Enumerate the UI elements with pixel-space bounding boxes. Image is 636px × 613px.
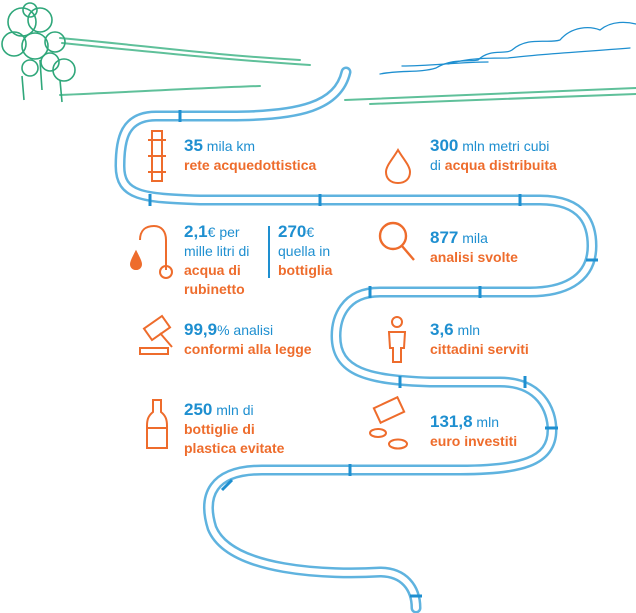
stat-unit: mln <box>453 322 481 338</box>
stat-investment: 131,8 mln euro investiti <box>430 412 517 451</box>
stat-number: 99,9 <box>184 320 218 339</box>
stat-compliance: 99,9% analisi conformi alla legge <box>184 320 312 359</box>
hill-lines <box>59 37 636 105</box>
stat-number: 250 <box>184 400 213 419</box>
tap-icon <box>129 224 173 279</box>
stat-unit: mila km <box>202 138 256 154</box>
stat-bottle-price: 270€ quella in bottiglia <box>278 222 332 280</box>
gavel-icon <box>139 314 173 355</box>
stat-label: acqua di <box>184 262 241 278</box>
magnifier-icon <box>378 221 415 261</box>
stat-unit: % analisi <box>217 322 274 338</box>
stat-unit: mln metri cubi <box>458 138 550 154</box>
stat-number: 35 <box>184 136 203 155</box>
stat-unit: mila <box>458 230 488 246</box>
cloud-icon <box>379 21 636 75</box>
stat-number: 2,1 <box>184 222 208 241</box>
stat-label: plastica evitate <box>184 440 285 456</box>
stat-label: rete acquedottistica <box>184 157 317 173</box>
stat-line: mille litri di <box>184 243 250 259</box>
stat-number: 131,8 <box>430 412 473 431</box>
bottle-icon <box>146 399 168 449</box>
stat-label: acqua distribuita <box>444 157 557 173</box>
drop-icon <box>384 148 412 185</box>
stat-unit: € per <box>207 224 240 240</box>
stat-network: 35 mila km rete acquedottistica <box>184 136 316 175</box>
stat-water: 300 mln metri cubi di acqua distribuita <box>430 136 557 175</box>
stat-tap-price: 2,1€ per mille litri di acqua di rubinet… <box>184 222 249 299</box>
stat-label: bottiglie di <box>184 421 255 437</box>
stat-line: quella in <box>278 243 331 259</box>
stat-number: 270 <box>278 222 307 241</box>
stat-analyses: 877 mila analisi svolte <box>430 228 518 267</box>
stat-unit: mln <box>472 414 499 430</box>
stat-label: euro investiti <box>430 433 518 449</box>
pipe-joints <box>148 110 598 598</box>
stat-citizens: 3,6 mln cittadini serviti <box>430 320 529 359</box>
stat-plastic: 250 mln di bottiglie di plastica evitate <box>184 400 284 458</box>
stat-unit: mln di <box>212 402 254 418</box>
stat-number: 300 <box>430 136 459 155</box>
tree-icon <box>1 2 76 103</box>
stat-number: 3,6 <box>430 320 454 339</box>
stat-unit: € <box>306 224 315 240</box>
stat-prefix: di <box>430 157 445 173</box>
stat-label: analisi svolte <box>430 249 518 265</box>
money-icon <box>369 395 408 450</box>
stat-label: conformi alla legge <box>184 341 312 357</box>
person-icon <box>387 316 407 363</box>
divider <box>268 226 270 278</box>
stat-label: rubinetto <box>184 281 245 297</box>
stat-number: 877 <box>430 228 459 247</box>
pipe-icon <box>148 130 166 182</box>
stat-label: cittadini serviti <box>430 341 529 357</box>
stat-label: bottiglia <box>278 262 333 278</box>
